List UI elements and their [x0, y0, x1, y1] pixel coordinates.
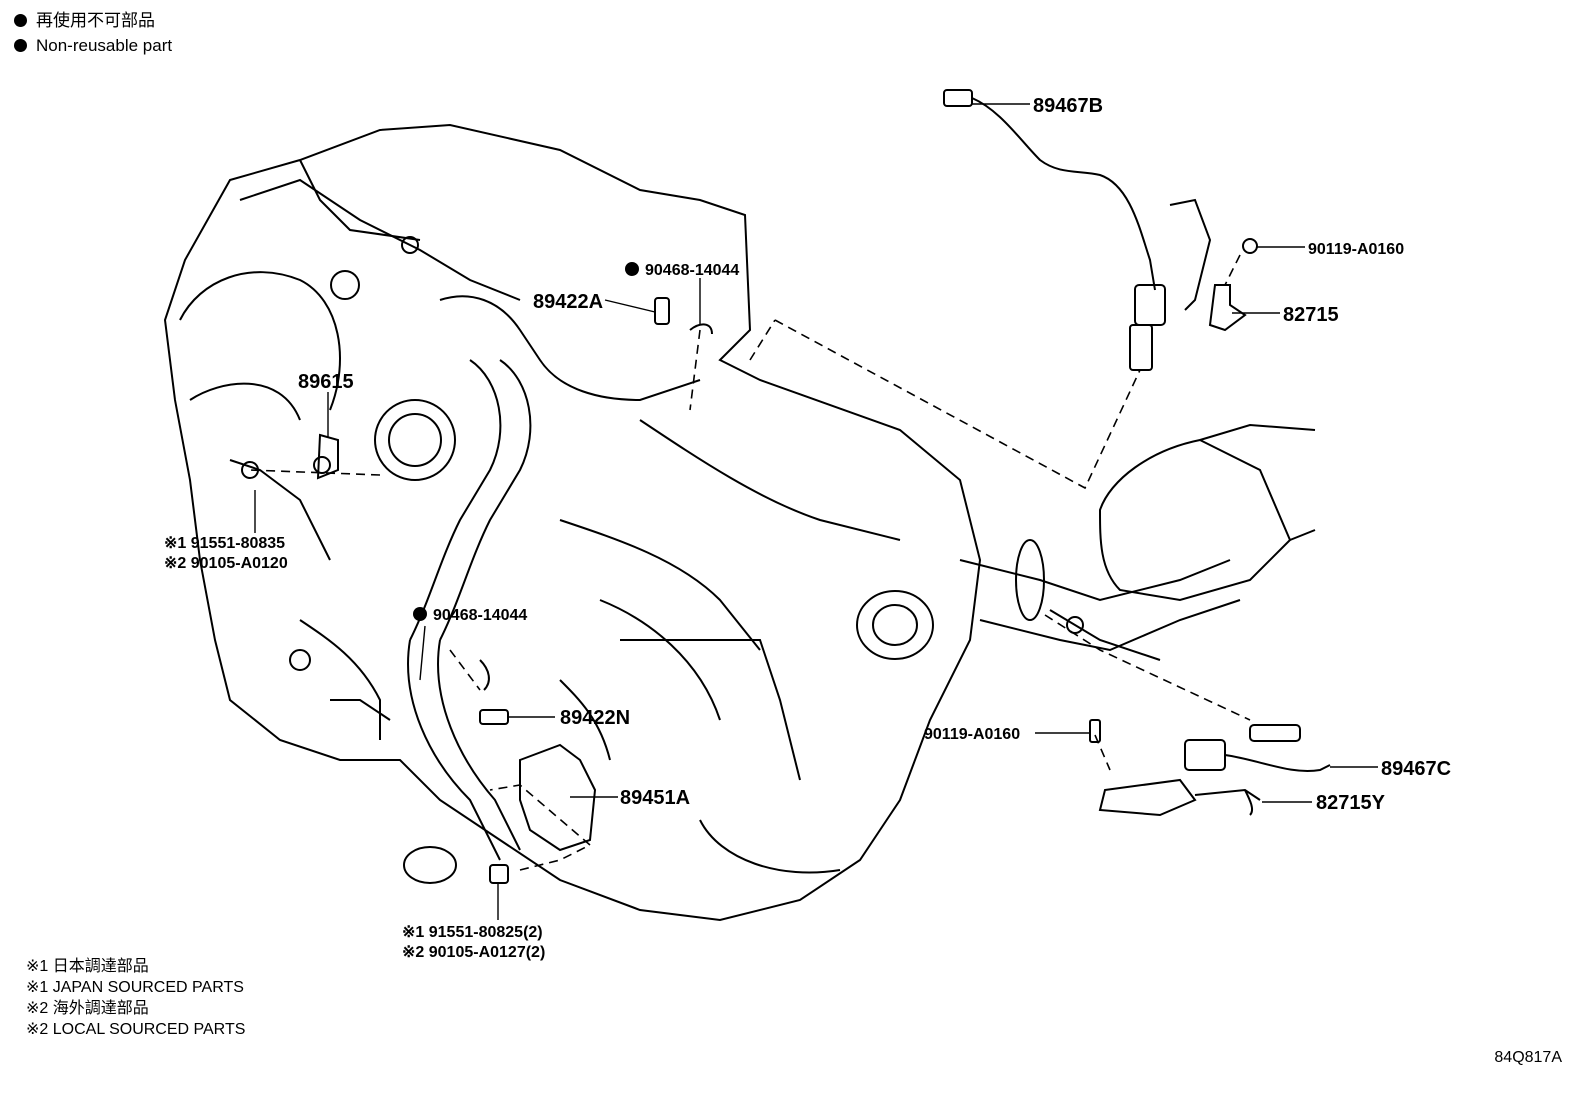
label-89451a: 89451A: [620, 787, 690, 809]
nonreusable-dot-icon: [625, 262, 639, 276]
label-91551-80835: ※1 91551-80835: [164, 535, 285, 552]
label-82715y: 82715Y: [1316, 792, 1386, 814]
note-local-en: ※2 LOCAL SOURCED PARTS: [26, 1021, 246, 1038]
label-91551-80825: ※1 91551-80825(2): [402, 924, 543, 941]
legend-row-en: Non-reusable part: [14, 33, 172, 58]
note-japan-ja: ※1 日本調達部品: [26, 958, 149, 975]
label-90119-a0160-top: 90119-A0160: [1308, 241, 1404, 258]
label-89615: 89615: [298, 371, 354, 393]
label-89467b: 89467B: [1033, 95, 1103, 117]
label-90105-a0127: ※2 90105-A0127(2): [402, 944, 545, 961]
engine-assembly-drawing: [163, 123, 982, 922]
note-japan-en: ※1 JAPAN SOURCED PARTS: [26, 979, 244, 996]
label-90468-14044-top: 90468-14044: [645, 262, 739, 279]
nonreusable-dot-icon: [14, 14, 27, 27]
label-90468-14044-mid: 90468-14044: [433, 607, 527, 624]
label-90105-a0120: ※2 90105-A0120: [164, 555, 288, 572]
bracket-82715y-drawing: [1089, 719, 1261, 817]
legend: 再使用不可部品 Non-reusable part: [14, 8, 172, 58]
legend-text-en: Non-reusable part: [36, 36, 173, 55]
sourcing-notes: ※1 日本調達部品 ※1 JAPAN SOURCED PARTS ※2 海外調達…: [26, 956, 245, 1040]
label-89422n: 89422N: [560, 707, 630, 729]
nonreusable-dot-icon: [14, 39, 27, 52]
nonreusable-dot-icon: [413, 607, 427, 621]
exhaust-pipe-drawing: [959, 423, 1316, 661]
diagram-code: 84Q817A: [1494, 1049, 1562, 1066]
legend-text-ja: 再使用不可部品: [36, 11, 155, 30]
small-parts-drawing: [241, 297, 713, 884]
sensor-89467c-drawing: [1184, 724, 1331, 772]
dashed-guides: [249, 254, 1251, 871]
bracket-82715-drawing: [1208, 238, 1258, 332]
note-local-ja: ※2 海外調達部品: [26, 1000, 149, 1017]
label-89467c: 89467C: [1381, 758, 1451, 780]
label-89422a: 89422A: [533, 291, 603, 313]
leader-lines: [254, 103, 1378, 920]
label-82715: 82715: [1283, 304, 1339, 326]
label-90119-a0160-mid: 90119-A0160: [924, 726, 1020, 743]
legend-row-ja: 再使用不可部品: [14, 8, 172, 33]
sensor-89467b-drawing: [943, 89, 1212, 371]
part-labels: 89467B 90119-A0160 82715 90468-14044 894…: [164, 95, 1451, 961]
